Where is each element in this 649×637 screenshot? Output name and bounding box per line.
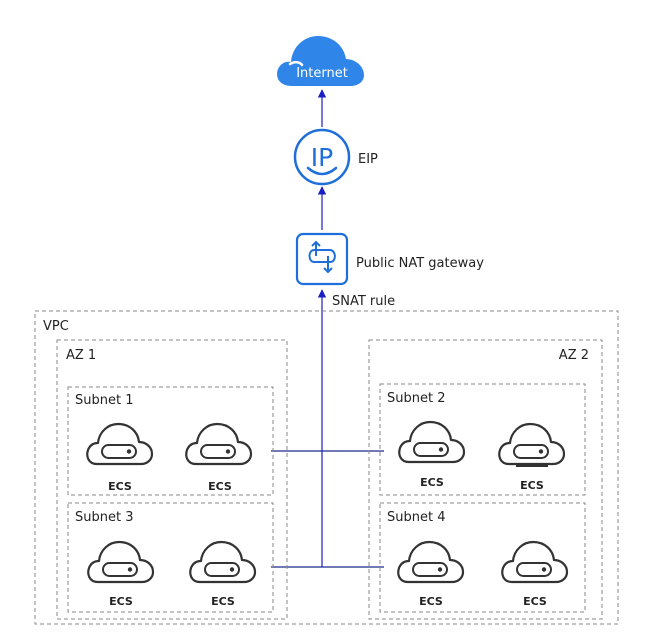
vpc-container: VPC	[34, 310, 619, 625]
subnet-1-border	[67, 386, 274, 496]
az-1-border	[56, 339, 288, 620]
ecs-label: ECS	[108, 480, 132, 493]
ip-icon-text: IP	[311, 143, 333, 172]
ecs-server-icon	[185, 422, 253, 466]
ecs-label: ECS	[208, 480, 232, 493]
ecs-label: ECS	[109, 595, 133, 608]
eip-node: IP EIP	[293, 128, 378, 186]
subnet-1-label: Subnet 1	[75, 393, 133, 408]
nat-gateway-icon	[295, 232, 349, 286]
vpc-border	[34, 310, 619, 625]
ecs-server-icon	[87, 540, 155, 584]
cloud-icon	[277, 36, 364, 86]
az-1: AZ 1 Subnet 1 ECS ECS Subnet 3 ECS ECS	[56, 339, 288, 620]
ecs-server-icon	[397, 540, 465, 584]
ecs-server-icon	[398, 420, 466, 464]
internet-label: Internet	[296, 66, 348, 81]
ecs-label: ECS	[419, 595, 443, 608]
ecs-server-icon	[189, 540, 257, 584]
az-2-label: AZ 2	[559, 348, 589, 363]
subnet-1: Subnet 1 ECS ECS	[67, 386, 274, 496]
ecs-label: ECS	[211, 595, 235, 608]
ecs-server-icon	[86, 422, 154, 466]
subnet-4-label: Subnet 4	[387, 510, 445, 525]
ecs-server-icon	[501, 540, 569, 584]
az-2-border	[368, 339, 603, 620]
vpc-label: VPC	[43, 319, 69, 334]
az-2: AZ 2 Subnet 2 ECS ECS Subnet 4 ECS ECS	[368, 339, 603, 620]
subnet-2: Subnet 2 ECS ECS	[379, 383, 586, 496]
ip-icon: IP	[293, 128, 351, 186]
ecs-label: ECS	[523, 595, 547, 608]
ecs-label: ECS	[520, 479, 544, 492]
eip-label: EIP	[358, 152, 378, 167]
internet-node: Internet	[277, 36, 364, 86]
nat-gateway-label: Public NAT gateway	[356, 256, 484, 271]
subnet-3: Subnet 3 ECS ECS	[67, 502, 274, 613]
az-1-label: AZ 1	[66, 348, 96, 363]
snat-rule-label: SNAT rule	[332, 294, 395, 309]
connections	[271, 89, 384, 568]
ecs-server-icon	[498, 422, 566, 466]
subnet-2-label: Subnet 2	[387, 391, 445, 406]
subnet-4: Subnet 4 ECS ECS	[379, 502, 586, 613]
subnet-4-border	[379, 502, 586, 613]
ecs-label: ECS	[420, 476, 444, 489]
subnet-3-border	[67, 502, 274, 613]
nat-gateway-node: Public NAT gateway	[295, 232, 484, 286]
subnet-2-border	[379, 383, 586, 496]
subnet-3-label: Subnet 3	[75, 510, 133, 525]
